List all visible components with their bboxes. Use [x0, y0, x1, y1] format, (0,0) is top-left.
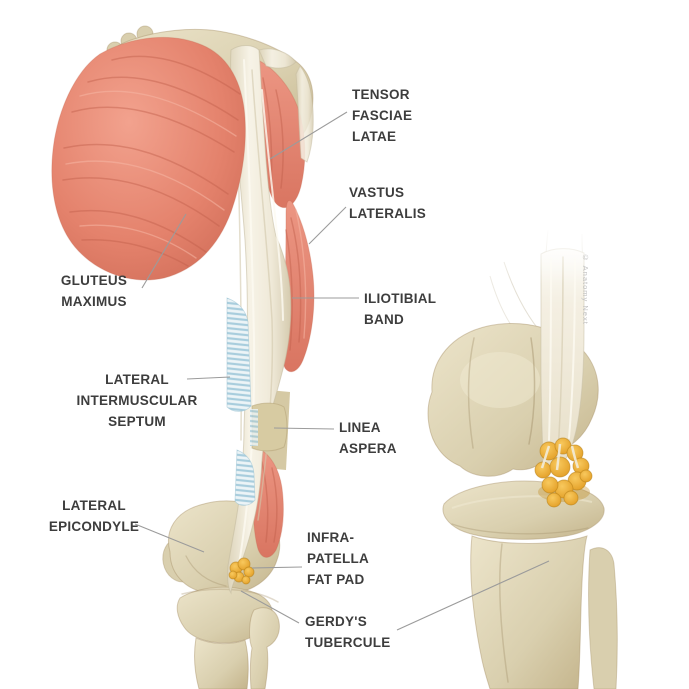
label-lateral-intermuscular-septum: LATERAL INTERMUSCULAR SEPTUM — [76, 372, 198, 429]
tibia-shaft — [194, 637, 249, 689]
label-gerdys-tubercule: GERDY'S TUBERCULE — [305, 614, 391, 650]
leader-lateral-intermuscular-septum — [186, 376, 231, 380]
gluteus-maximus-muscle — [51, 36, 246, 281]
fibula-right — [588, 547, 618, 689]
leader-lines — [134, 111, 550, 631]
leader-linea-aspera — [273, 427, 335, 430]
leader-infrapatella-fat-pad — [251, 566, 303, 569]
left-figure — [51, 25, 315, 689]
infrapatellar-fat-pad — [228, 557, 255, 585]
label-iliotibial-band: ILIOTIBIAL BAND — [364, 291, 437, 327]
fibula — [249, 607, 280, 689]
label-vastus-lateralis: VASTUS LATERALIS — [349, 185, 426, 221]
leader-vastus-lateralis — [308, 206, 347, 245]
gerdys-tubercle-fat-pad — [534, 437, 593, 508]
top-fade — [480, 226, 592, 284]
credit-watermark: © Anatomy Next — [581, 253, 590, 325]
leader-lateral-epicondyle — [134, 523, 205, 553]
leader-tensor-fasciae-latae — [269, 111, 348, 160]
tibia-right — [442, 480, 605, 689]
right-figure — [427, 226, 618, 689]
leader-gluteus-maximus — [141, 213, 187, 289]
label-infrapatella-fat-pad: INFRA- PATELLA FAT PAD — [307, 530, 369, 587]
leader-gerdys-tubercule-left — [240, 590, 300, 624]
label-tensor-fasciae-latae: TENSOR FASCIAE LATAE — [352, 87, 413, 144]
leader-gerdys-tubercule-right — [396, 560, 550, 631]
lateral-intermuscular-septum-region — [226, 297, 256, 506]
label-linea-aspera: LINEA ASPERA — [339, 420, 397, 456]
label-lateral-epicondyle: LATERAL EPICONDYLE — [48, 498, 140, 534]
linea-aspera-window — [250, 402, 288, 452]
label-gluteus-maximus: GLUTEUS MAXIMUS — [60, 273, 128, 309]
